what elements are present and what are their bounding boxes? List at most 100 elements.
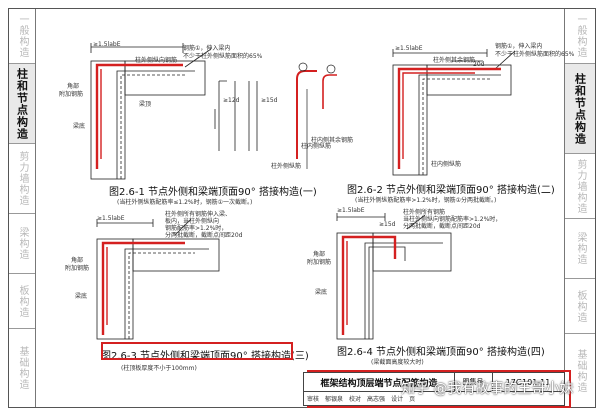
fig2-note: (当柱外侧纵筋配筋率>1.2%时，钢筋①分两批截断。): [355, 197, 497, 204]
fig1-beam-outline: [124, 60, 206, 96]
fig1-label-inner-other: 柱内侧其余钢筋: [311, 137, 354, 144]
title-block: 框架结构顶层端节点配筋构造 图集号 17G101-11 审核 郁银泉 校对 高志…: [303, 372, 565, 406]
fig1-dim-top: ≥1.5labE: [93, 41, 121, 48]
left-tab-foundation[interactable]: 基础构造: [9, 329, 35, 407]
drawing-area: ≥1.5labE 钢筋①，伸入梁内 不少于柱外侧纵筋面积的65% 柱外侧纵向钢筋…: [35, 9, 574, 408]
fig3-anno-3: 钢筋配筋率>1.2%时，: [165, 225, 228, 232]
fig2-caption: 图2.6-2 节点外侧和梁端顶面90° 搭接构造(二): [347, 185, 555, 196]
right-tab-shear-wall[interactable]: 剪力墙构造: [565, 154, 595, 219]
left-tab-label: 基础构造: [17, 346, 28, 390]
left-tab-column-joint[interactable]: 柱和节点构造: [9, 64, 35, 144]
left-tab-shear-wall[interactable]: 剪力墙构造: [9, 144, 35, 214]
fig1-hook-rebar-a: [296, 70, 317, 159]
fig1-red-rebar: [95, 63, 183, 169]
fig1-label-angle: 角部: [67, 83, 80, 90]
fig2-anno-right-1: 钢筋①，伸入梁内: [495, 43, 543, 50]
title-block-code: 17G101-11: [492, 373, 564, 392]
fig3-note: (柱顶板厚度不小于100mm): [121, 365, 197, 372]
fig4-label-angle: 角部: [313, 251, 326, 258]
fig1-label-beam-bottom: 梁底: [73, 123, 86, 130]
right-tab-general[interactable]: 一般构造: [565, 9, 595, 64]
fig1-label-outer: 柱外侧纵筋: [271, 163, 302, 170]
fig1-anno-top: 柱外侧纵向钢筋: [135, 57, 178, 64]
fig2-dim-top: ≥1.5labE: [395, 45, 423, 52]
title-block-code-label: 图集号: [454, 373, 493, 392]
fig1-caption: 图2.6-1 节点外侧和梁端顶面90° 搭接构造(一): [109, 187, 317, 198]
fig4-anno-1: 柱外侧所有钢筋: [403, 209, 446, 216]
fig1-anno-right-2: 不少于柱外侧纵筋面积的65%: [183, 53, 263, 60]
left-tab-label: 一般构造: [17, 14, 28, 58]
sign-field: 高志强: [367, 396, 386, 403]
fig1-label-beam-top: 梁顶: [139, 101, 152, 108]
fig2-anno-right-2: 不少于柱外侧纵筋面积的65%: [495, 51, 575, 58]
fig1-rebar-details: [214, 80, 258, 151]
sign-field: 郁银泉: [325, 396, 344, 403]
fig3-anno-1: 柱外侧所有钢筋伸入梁、: [165, 211, 232, 218]
fig4-note: (梁截面高度较大时): [371, 359, 424, 366]
watermark: 知乎 @我有故事的王哥小妹: [401, 381, 574, 397]
left-tab-label: 柱和节点构造: [15, 67, 29, 140]
right-tab-beam[interactable]: 梁构造: [565, 219, 595, 279]
left-tab-beam[interactable]: 梁构造: [9, 214, 35, 274]
right-tab-label: 板构造: [575, 289, 586, 323]
fig1-hook-rebar-b: [322, 74, 337, 109]
right-tab-foundation[interactable]: 基础构造: [565, 334, 595, 407]
sign-field: 设计: [391, 396, 404, 403]
fig1-detail-dim-1: ≥12d: [223, 97, 240, 104]
figure-2-drawing: [392, 49, 516, 176]
fig2-anno-top: 柱外侧其余钢筋: [433, 57, 476, 64]
right-tab-slab[interactable]: 板构造: [565, 279, 595, 334]
fig1-detail-dim-2: ≥15d: [261, 97, 278, 104]
fig1-inner-rebar: [116, 70, 195, 179]
fig4-label-beam-bottom: 梁底: [315, 289, 328, 296]
fig1-column-outline: [90, 60, 126, 180]
drawing-sheet: 一般构造 柱和节点构造 剪力墙构造 梁构造 板构造 基础构造 一般构造 柱和节点…: [8, 8, 596, 408]
fig3-anno-4: 分两批截断，截断点间距20d: [165, 232, 243, 239]
sign-field: 审核: [307, 396, 320, 403]
fig4-red-rebar: [341, 235, 397, 335]
right-tab-label: 梁构造: [575, 232, 586, 265]
right-tab-label: 一般构造: [575, 14, 586, 58]
left-tab-slab[interactable]: 板构造: [9, 274, 35, 329]
fig1-note: (当柱外侧纵筋配筋率≤1.2%时，钢筋①一次截断。): [117, 199, 253, 206]
right-chapter-tabs: 一般构造 柱和节点构造 剪力墙构造 梁构造 板构造 基础构造: [564, 9, 595, 407]
fig4-dim-top: ≥1.5labE: [337, 207, 365, 214]
sign-field: 校对: [349, 396, 362, 403]
right-tab-label: 柱和节点构造: [573, 72, 587, 145]
fig3-label-add: 附加钢筋: [65, 265, 90, 272]
fig4-caption: 图2.6-4 节点外侧和梁端顶面90° 搭接构造(四): [337, 347, 545, 358]
fig3-red-rebar: [101, 241, 185, 335]
fig3-label-beam-bottom: 梁底: [75, 293, 88, 300]
fig4-dim-15d: ≥15d: [379, 221, 396, 228]
left-chapter-tabs: 一般构造 柱和节点构造 剪力墙构造 梁构造 板构造 基础构造: [9, 9, 36, 407]
detail-drawings: [90, 43, 516, 340]
fig3-caption-highlight: [101, 342, 293, 360]
fig1-label-add: 附加钢筋: [59, 91, 84, 98]
fig2-dim-20d: 20d: [473, 61, 485, 68]
right-tab-column-joint[interactable]: 柱和节点构造: [565, 64, 595, 154]
fig3-caption: 图2.6-3 节点外侧和梁端顶面90° 搭接构造(三): [101, 351, 309, 362]
left-tab-general[interactable]: 一般构造: [9, 9, 35, 64]
fig4-anno-2: 当柱外侧纵向钢筋配筋率>1.2%时，: [403, 216, 502, 223]
fig1-label-inner: 柱内侧纵筋: [301, 143, 332, 150]
left-tab-label: 板构造: [17, 284, 28, 318]
right-tab-label: 基础构造: [575, 348, 586, 393]
right-tab-label: 剪力墙构造: [575, 158, 586, 214]
fig2-label-inner: 柱内侧纵筋: [431, 161, 462, 168]
fig3-dim-top: ≥1.5labE: [97, 215, 125, 222]
sign-field: 页: [409, 396, 416, 403]
figure-3-drawing: [96, 218, 220, 340]
figure-1-drawing: [90, 43, 212, 180]
title-block-title: 框架结构顶层端节点配筋构造: [304, 373, 455, 392]
title-block-sign-row: 审核 郁银泉 校对 高志强 设计 页: [304, 391, 567, 406]
fig4-label-add: 附加钢筋: [307, 259, 332, 266]
left-tab-label: 梁构造: [17, 227, 28, 260]
fig1-anno-right-1: 钢筋①，伸入梁内: [183, 45, 231, 52]
fig3-label-angle: 角部: [71, 257, 84, 264]
fig2-red-rebar: [397, 67, 501, 169]
figure-4-drawing: [336, 213, 452, 340]
fig4-anno-3: 分两批截断，截断点间距20d: [403, 223, 481, 230]
left-tab-label: 剪力墙构造: [17, 151, 28, 206]
fig3-anno-2: 板内，当柱外侧纵向: [165, 218, 220, 225]
